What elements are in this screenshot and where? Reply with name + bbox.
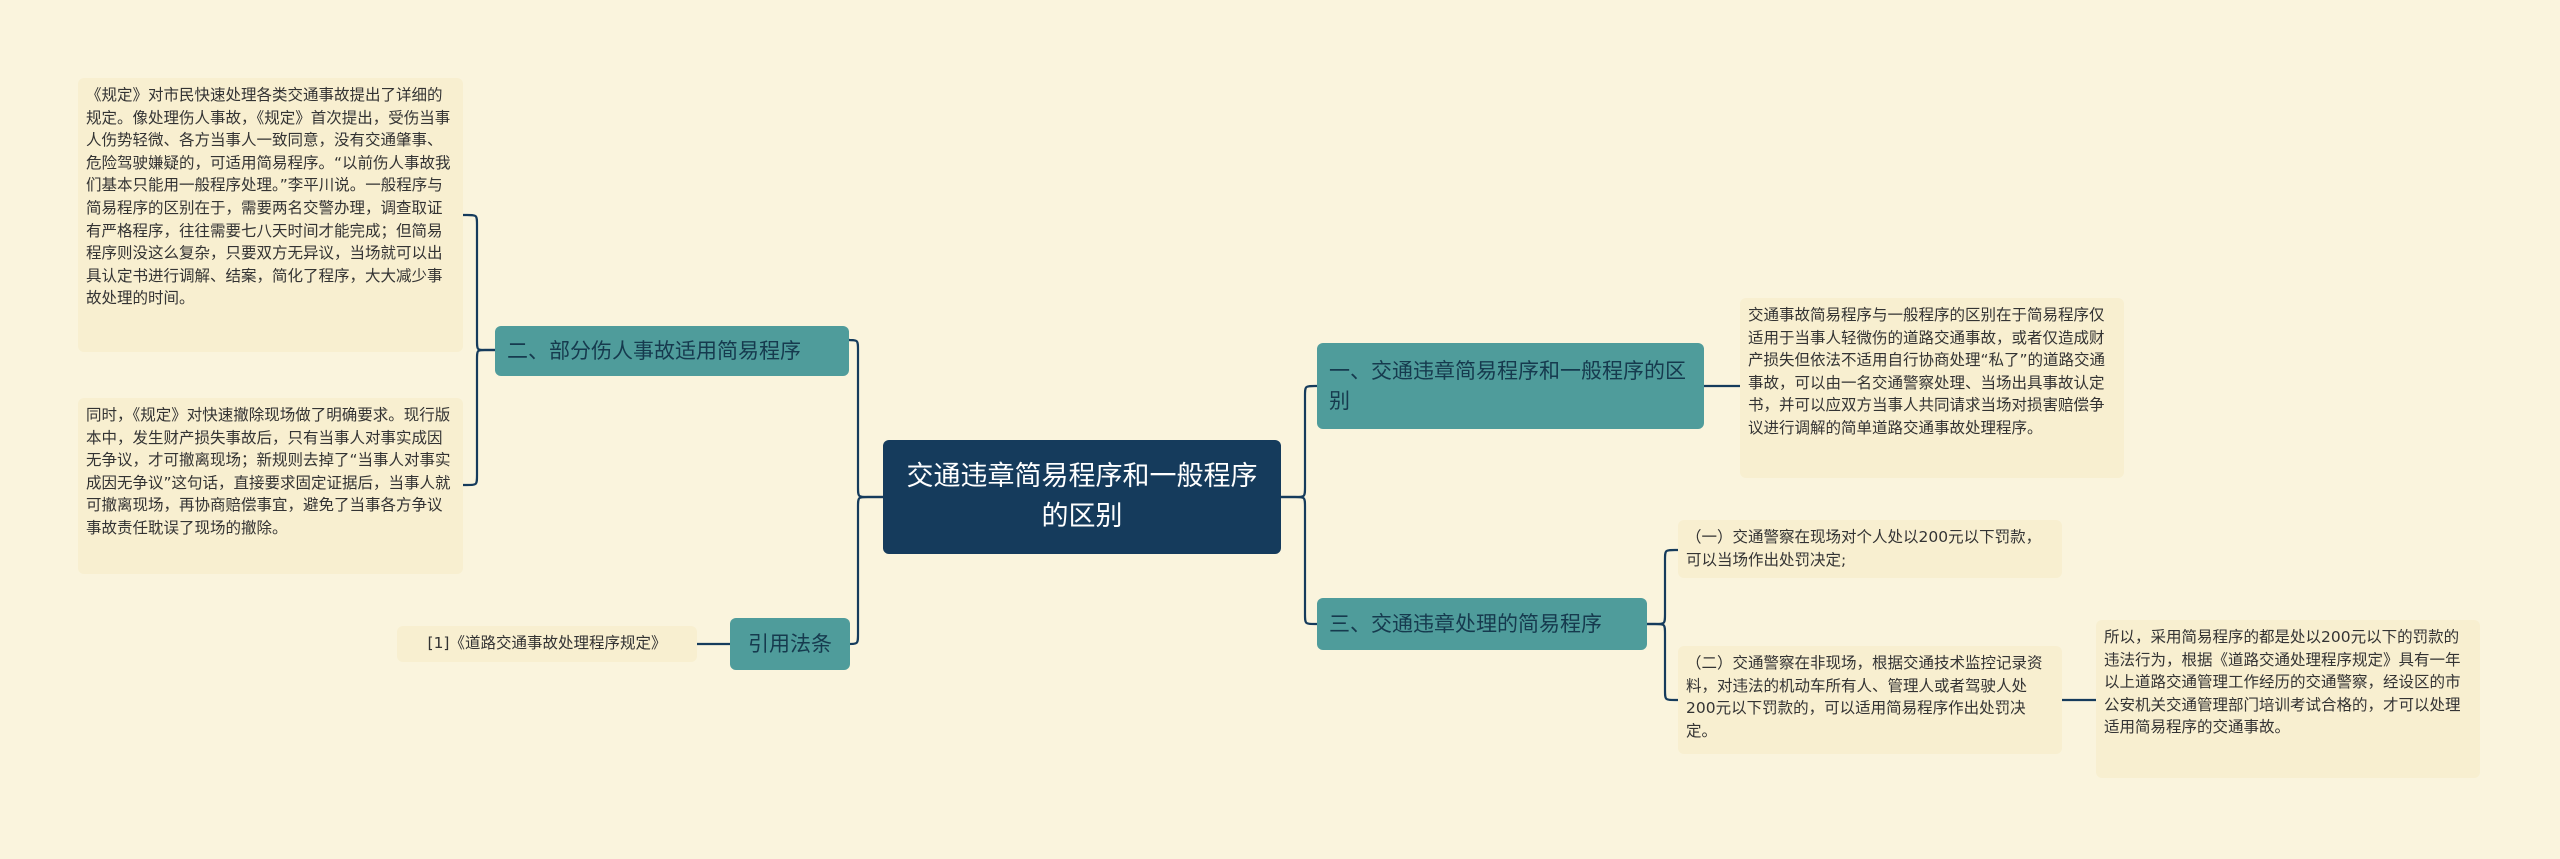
root-topic-label: 交通违章简易程序和一般程序的区别	[906, 461, 1258, 532]
branch-b2[interactable]: 引用法条	[730, 618, 850, 670]
root-topic[interactable]: 交通违章简易程序和一般程序的区别	[883, 440, 1281, 554]
link-b1-leaf1	[463, 213, 495, 352]
branch-b3[interactable]: 一、交通违章简易程序和一般程序的区别	[1317, 343, 1704, 429]
leaf-b4-2[interactable]: （二）交通警察在非现场，根据交通技术监控记录资料，对违法的机动车所有人、管理人或…	[1678, 646, 2062, 754]
leaf-b3-1-text: 交通事故简易程序与一般程序的区别在于简易程序仅适用于当事人轻微伤的道路交通事故，…	[1748, 306, 2106, 437]
leaf-b1-2-text: 同时，《规定》对快速撤除现场做了明确要求。现行版本中，发生财产损失事故后，只有当…	[86, 406, 451, 537]
link-root-b3	[1281, 384, 1317, 499]
leaf-b3-1[interactable]: 交通事故简易程序与一般程序的区别在于简易程序仅适用于当事人轻微伤的道路交通事故，…	[1740, 298, 2124, 478]
leaf-b4-2-sub-text: 所以，采用简易程序的都是处以200元以下的罚款的违法行为，根据《道路交通处理程序…	[2104, 628, 2461, 737]
branch-b1[interactable]: 二、部分伤人事故适用简易程序	[495, 326, 849, 376]
leaf-b1-1-text: 《规定》对市民快速处理各类交通事故提出了详细的规定。像处理伤人事故，《规定》首次…	[86, 86, 451, 308]
leaf-b1-2[interactable]: 同时，《规定》对快速撤除现场做了明确要求。现行版本中，发生财产损失事故后，只有当…	[78, 398, 463, 574]
leaf-b2-1[interactable]: [1]《道路交通事故处理程序规定》	[397, 626, 697, 662]
leaf-b4-2-text: （二）交通警察在非现场，根据交通技术监控记录资料，对违法的机动车所有人、管理人或…	[1686, 654, 2043, 740]
link-root-b1	[847, 338, 883, 499]
link-root-b2	[847, 495, 883, 646]
leaf-b4-1-text: （一）交通警察在现场对个人处以200元以下罚款，可以当场作出处罚决定;	[1686, 528, 2042, 569]
link-root-b4	[1281, 495, 1317, 626]
branch-b3-label: 一、交通违章简易程序和一般程序的区别	[1329, 359, 1686, 413]
link-b4-leaf2	[1647, 622, 1678, 702]
link-b1-leaf2	[463, 348, 495, 487]
branch-b1-label: 二、部分伤人事故适用简易程序	[507, 339, 801, 363]
link-b4-leaf1	[1647, 548, 1678, 626]
leaf-b4-1[interactable]: （一）交通警察在现场对个人处以200元以下罚款，可以当场作出处罚决定;	[1678, 520, 2062, 578]
leaf-b4-2-sub[interactable]: 所以，采用简易程序的都是处以200元以下的罚款的违法行为，根据《道路交通处理程序…	[2096, 620, 2480, 778]
leaf-b1-1[interactable]: 《规定》对市民快速处理各类交通事故提出了详细的规定。像处理伤人事故，《规定》首次…	[78, 78, 463, 352]
leaf-b2-1-text: [1]《道路交通事故处理程序规定》	[427, 634, 667, 652]
branch-b2-label: 引用法条	[748, 632, 832, 656]
branch-b4-label: 三、交通违章处理的简易程序	[1329, 612, 1602, 636]
branch-b4[interactable]: 三、交通违章处理的简易程序	[1317, 598, 1647, 650]
